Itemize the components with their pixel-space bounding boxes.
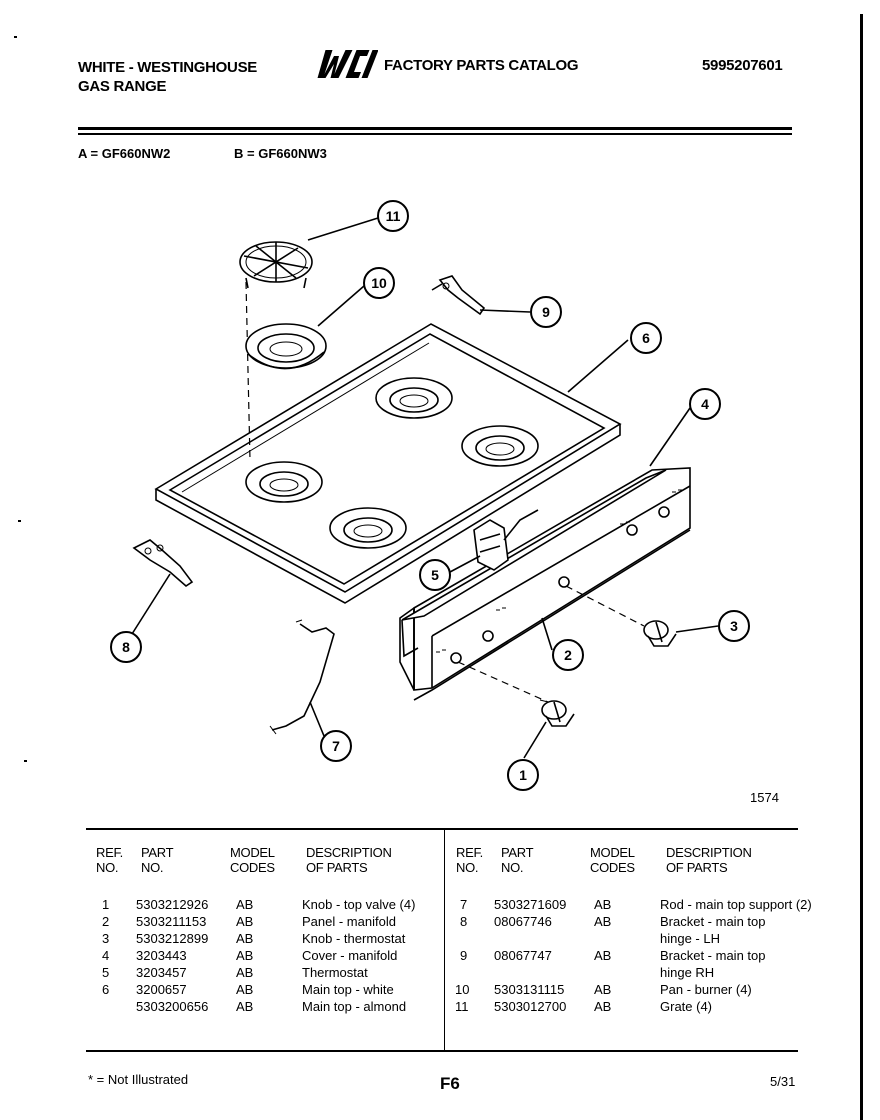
- svg-text:6: 6: [642, 330, 650, 346]
- svg-text:7: 7: [332, 738, 340, 754]
- header-rule-bottom: [78, 133, 792, 135]
- knob3-alignment-line: [565, 585, 645, 627]
- scan-speck: [24, 760, 27, 762]
- callout-11: 11: [377, 200, 409, 232]
- callout-7: 7: [320, 730, 352, 762]
- knob1-alignment-line: [457, 661, 549, 703]
- callout-8: 8: [110, 631, 142, 663]
- col-ref-header: REF.NO.: [96, 845, 123, 875]
- callout-2: 2: [552, 639, 584, 671]
- grate-part: [239, 241, 313, 289]
- model-b: B = GF660NW3: [234, 146, 327, 161]
- svg-text:10: 10: [371, 275, 387, 291]
- support-rod-part: [269, 619, 335, 735]
- table-top-rule: [86, 828, 798, 830]
- not-illustrated-note: * = Not Illustrated: [88, 1072, 189, 1087]
- figure-number: 1574: [750, 790, 779, 805]
- page-number: F6: [440, 1074, 460, 1093]
- catalog-title: FACTORY PARTS CATALOG: [384, 57, 579, 74]
- callout-9: 9: [530, 296, 562, 328]
- wci-logo: [317, 50, 378, 78]
- callout-10: 10: [363, 267, 395, 299]
- callout-4: 4: [689, 388, 721, 420]
- top-valve-knob-part: [539, 699, 575, 727]
- page-edge-line: [860, 14, 863, 1120]
- callout-3: 3: [718, 610, 750, 642]
- manifold-panel-part: [399, 467, 691, 701]
- brand-block: WHITE - WESTINGHOUSE GAS RANGE: [78, 58, 257, 96]
- thermostat-part: [473, 509, 539, 571]
- revision-date: 5/31: [770, 1074, 796, 1089]
- product-type: GAS RANGE: [78, 78, 167, 95]
- callout-1: 1: [507, 759, 539, 791]
- burner-pan-part: [245, 323, 327, 370]
- model-a: A = GF660NW2: [78, 146, 171, 161]
- scan-speck: [18, 520, 21, 522]
- svg-text:3: 3: [730, 618, 738, 634]
- scan-speck: [14, 36, 17, 38]
- svg-text:11: 11: [386, 208, 401, 224]
- svg-text:1: 1: [519, 767, 527, 783]
- hinge-lh-part: [132, 539, 194, 588]
- exploded-parts-diagram: .ln { stroke: #000; stroke-width: 1.6; f…: [110, 200, 750, 791]
- table-center-divider: [444, 830, 445, 1050]
- callout-6: 6: [630, 322, 662, 354]
- svg-text:2: 2: [564, 647, 572, 663]
- header-rule-top: [78, 127, 792, 130]
- hinge-rh-part: [431, 275, 486, 316]
- callout-leaders: [131, 217, 719, 759]
- svg-text:4: 4: [701, 396, 709, 412]
- thermostat-knob-part: [643, 620, 677, 647]
- table-bottom-rule: [86, 1050, 798, 1052]
- callout-5: 5: [419, 559, 451, 591]
- main-top-part: [154, 323, 622, 604]
- brand-name: WHITE - WESTINGHOUSE: [78, 59, 257, 76]
- svg-text:9: 9: [542, 304, 550, 320]
- manifold-cover-part: [401, 469, 667, 658]
- col-ref-header: REF.NO.: [456, 845, 483, 875]
- grate-alignment-line: [245, 281, 251, 461]
- svg-text:5: 5: [431, 567, 439, 583]
- svg-text:8: 8: [122, 639, 130, 655]
- catalog-number: 5995207601: [702, 57, 783, 74]
